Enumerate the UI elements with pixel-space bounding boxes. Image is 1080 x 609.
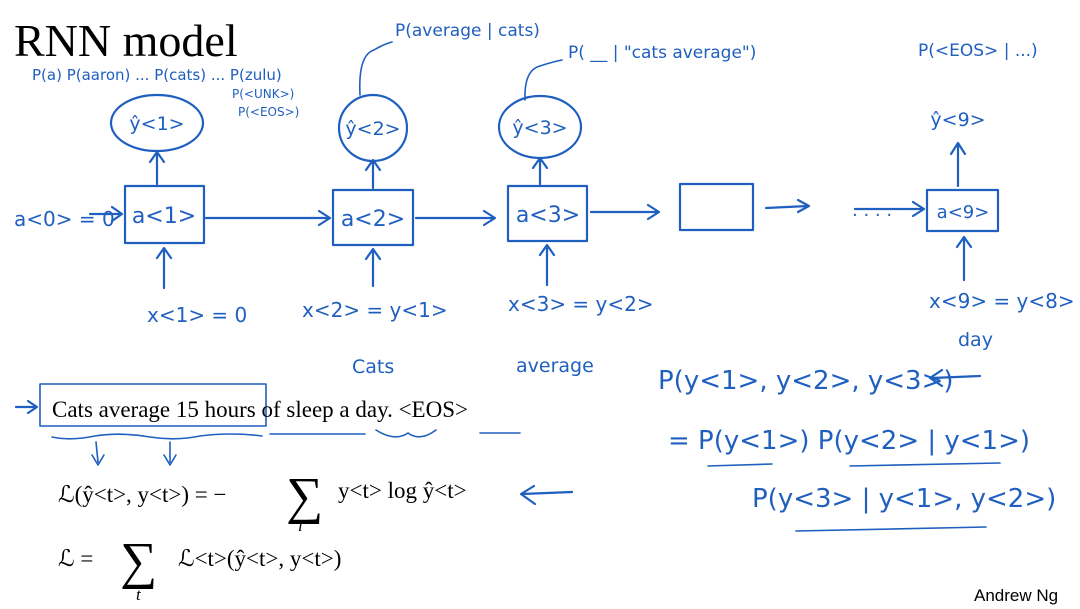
cell-label-a9: a<9> [937, 202, 990, 223]
down-arrow-2 [163, 441, 177, 466]
page-title: RNN model [14, 15, 238, 66]
arrow-a3-to-y3 [531, 156, 549, 186]
sentence-pointer-arrow [14, 399, 39, 415]
arrow-a4-onward [764, 198, 811, 214]
word-label-day: day [958, 329, 993, 351]
input-label-x1: x<1> = 0 [147, 303, 247, 327]
sentence-underline-1 [51, 433, 263, 440]
joint-prob-underline-1 [707, 463, 773, 467]
rnn-cell-4 [678, 182, 755, 232]
joint-prob-underline-2 [849, 462, 1001, 467]
arrow-x1-to-a1 [155, 246, 173, 290]
word-label-cats: Cats [352, 356, 394, 378]
vocab-annotation-line1: P(a) P(aaron) ... P(cats) ... P(zulu) [32, 66, 282, 84]
loss-step-sum-subscript: i [298, 516, 303, 535]
vocab-annotation-line3: P(<EOS>) [238, 105, 299, 119]
training-sentence: Cats average 15 hours of sleep a day. <E… [52, 397, 468, 422]
joint-prob-arrow [928, 368, 982, 388]
annotation-step3: P( __ | "cats average") [568, 43, 756, 63]
input-label-x2: x<2> = y<1> [302, 298, 448, 322]
rnn-cell-1 [123, 184, 206, 245]
joint-prob-underline-3 [795, 526, 987, 532]
arrow-a9-to-y9 [949, 141, 967, 188]
loss-step-rhs: y<t> log ŷ<t> [338, 478, 467, 503]
loss-step-sum-symbol: ∑ [286, 468, 323, 525]
joint-prob-lhs: P(y<1>, y<2>, y<3>) [658, 366, 954, 396]
annotation-step2: P(average | cats) [395, 21, 540, 41]
cell-label-a3: a<3> [516, 203, 580, 228]
annotation-leader-step2 [358, 41, 393, 96]
author-credit: Andrew Ng [974, 586, 1058, 605]
rnn-cell-9 [925, 188, 1000, 233]
loss-total-sum-symbol: ∑ [120, 533, 157, 590]
loss-pointer-arrow [519, 484, 574, 506]
rnn-cell-3 [506, 184, 589, 243]
arrow-a3-to-a4 [589, 203, 661, 221]
arrow-x3-to-a3 [538, 243, 556, 287]
vocab-annotation-line2: P(<UNK>) [232, 87, 294, 101]
arrow-a2-to-a3 [414, 209, 497, 227]
arrow-dots-to-a9 [853, 200, 926, 218]
sentence-highlight-box [39, 383, 267, 427]
input-label-x3: x<3> = y<2> [508, 292, 654, 316]
cell-label-a1: a<1> [132, 204, 196, 229]
arrow-x2-to-a2 [364, 247, 382, 288]
output-label-y3: ŷ<3> [512, 117, 567, 139]
down-arrow-1 [91, 441, 105, 466]
loss-total-sum-subscript: t [136, 585, 142, 604]
word-label-average: average [516, 355, 594, 377]
output-label-y9: ŷ<9> [930, 109, 985, 131]
cell-label-a2: a<2> [341, 207, 405, 232]
annotation-leader-step3 [524, 59, 563, 101]
arrow-a1-to-y1 [148, 150, 166, 186]
arrow-x9-to-a9 [955, 235, 973, 282]
loss-total-lhs: ℒ = [58, 546, 93, 571]
output-label-y2: ŷ<2> [345, 118, 400, 140]
loss-total-rhs: ℒ<t>(ŷ<t>, y<t>) [178, 546, 341, 571]
initial-activation-label: a<0> = 0 [14, 207, 115, 231]
input-label-x9: x<9> = y<8> [929, 289, 1075, 313]
loss-step-lhs: ℒ(ŷ<t>, y<t>) = − [58, 482, 227, 507]
sentence-brace [375, 429, 437, 438]
arrow-a1-to-a2 [204, 209, 332, 227]
arrow-a0-to-a1 [88, 205, 124, 223]
output-label-y1: ŷ<1> [129, 113, 184, 135]
rnn-cell-2 [331, 188, 415, 247]
joint-prob-rhs-line1: = P(y<1>) P(y<2> | y<1>) [668, 426, 1030, 456]
joint-prob-rhs-line2: P(y<3> | y<1>, y<2>) [752, 484, 1056, 514]
ellipsis-dots: . . . . [852, 200, 892, 221]
annotation-step9: P(<EOS> | ...) [918, 41, 1038, 61]
arrow-a2-to-y2 [364, 158, 382, 190]
